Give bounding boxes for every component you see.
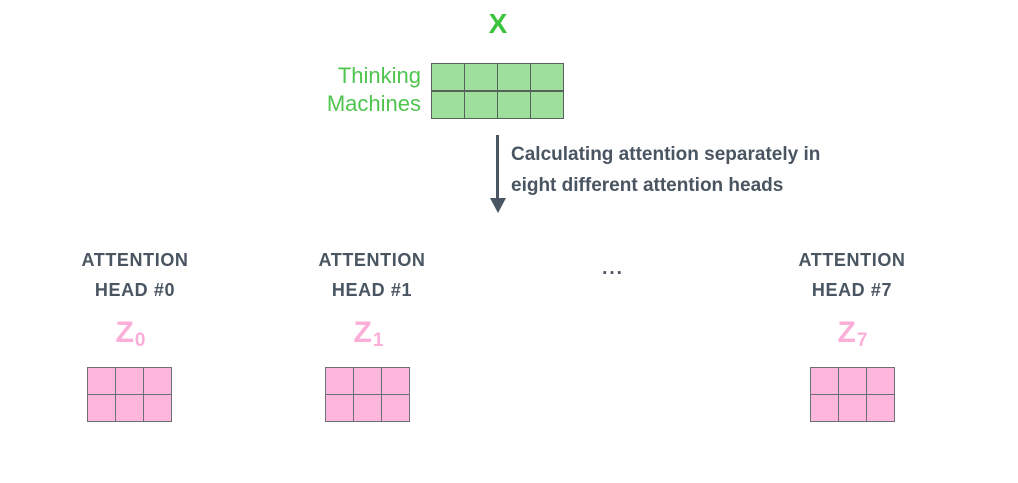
- z0-output-matrix: [87, 367, 172, 422]
- attention-head-0-title-line2: HEAD #0: [94, 280, 176, 300]
- matrix-cell: [867, 368, 894, 394]
- attention-head-0-title: ATTENTION HEAD #0: [50, 245, 220, 305]
- matrix-cell: [144, 395, 171, 421]
- matrix-cell: [326, 395, 353, 421]
- z1-label: Z1: [288, 316, 448, 351]
- matrix-cell: [432, 64, 464, 90]
- matrix-cell: [326, 368, 353, 394]
- heads-ellipsis: ...: [602, 258, 624, 279]
- matrix-cell: [839, 368, 866, 394]
- annotation-line-1: Calculating attention separately in: [511, 144, 821, 165]
- input-matrix-label: X: [488, 8, 508, 39]
- matrix-cell: [88, 395, 115, 421]
- z0-subscript: 0: [134, 330, 146, 351]
- attention-head-7-title-line1: ATTENTION: [798, 250, 906, 270]
- down-arrow-head: [489, 198, 506, 213]
- z1-output-matrix: [325, 367, 410, 422]
- z1-subscript: 1: [372, 330, 384, 351]
- matrix-cell: [811, 395, 838, 421]
- matrix-cell: [531, 91, 563, 118]
- z7-output-matrix: [810, 367, 895, 422]
- z0-base: Z: [115, 316, 134, 349]
- matrix-cell: [116, 395, 143, 421]
- arrow-annotation: Calculating attention separately in eigh…: [511, 139, 941, 201]
- z1-base: Z: [353, 316, 372, 349]
- matrix-cell: [498, 64, 530, 90]
- matrix-cell: [354, 395, 381, 421]
- input-embedding-matrix: [431, 63, 564, 119]
- matrix-cell: [116, 368, 143, 394]
- down-arrow-icon: [489, 135, 506, 215]
- matrix-cell: [88, 368, 115, 394]
- matrix-cell: [432, 91, 464, 118]
- matrix-cell: [465, 64, 497, 90]
- matrix-cell: [531, 64, 563, 90]
- matrix-cell: [498, 91, 530, 118]
- matrix-cell: [144, 368, 171, 394]
- attention-head-0-title-line1: ATTENTION: [81, 250, 189, 270]
- attention-head-1-title-line2: HEAD #1: [331, 280, 413, 300]
- matrix-cell: [867, 395, 894, 421]
- z7-label: Z7: [772, 316, 932, 351]
- z7-base: Z: [837, 316, 856, 349]
- token-thinking: Thinking: [337, 63, 421, 88]
- token-machines: Machines: [326, 91, 421, 116]
- attention-head-7-title-line2: HEAD #7: [811, 280, 893, 300]
- matrix-cell: [465, 91, 497, 118]
- matrix-cell: [382, 368, 409, 394]
- attention-head-1-title: ATTENTION HEAD #1: [287, 245, 457, 305]
- z0-label: Z0: [50, 316, 210, 351]
- matrix-cell: [839, 395, 866, 421]
- down-arrow-shaft: [495, 135, 500, 198]
- matrix-cell: [354, 368, 381, 394]
- matrix-cell: [811, 368, 838, 394]
- annotation-line-2: eight different attention heads: [511, 175, 784, 196]
- attention-head-1-title-line1: ATTENTION: [318, 250, 426, 270]
- attention-head-7-title: ATTENTION HEAD #7: [767, 245, 937, 305]
- z7-subscript: 7: [856, 330, 868, 351]
- input-token-labels: Thinking Machines: [221, 62, 421, 118]
- matrix-cell: [382, 395, 409, 421]
